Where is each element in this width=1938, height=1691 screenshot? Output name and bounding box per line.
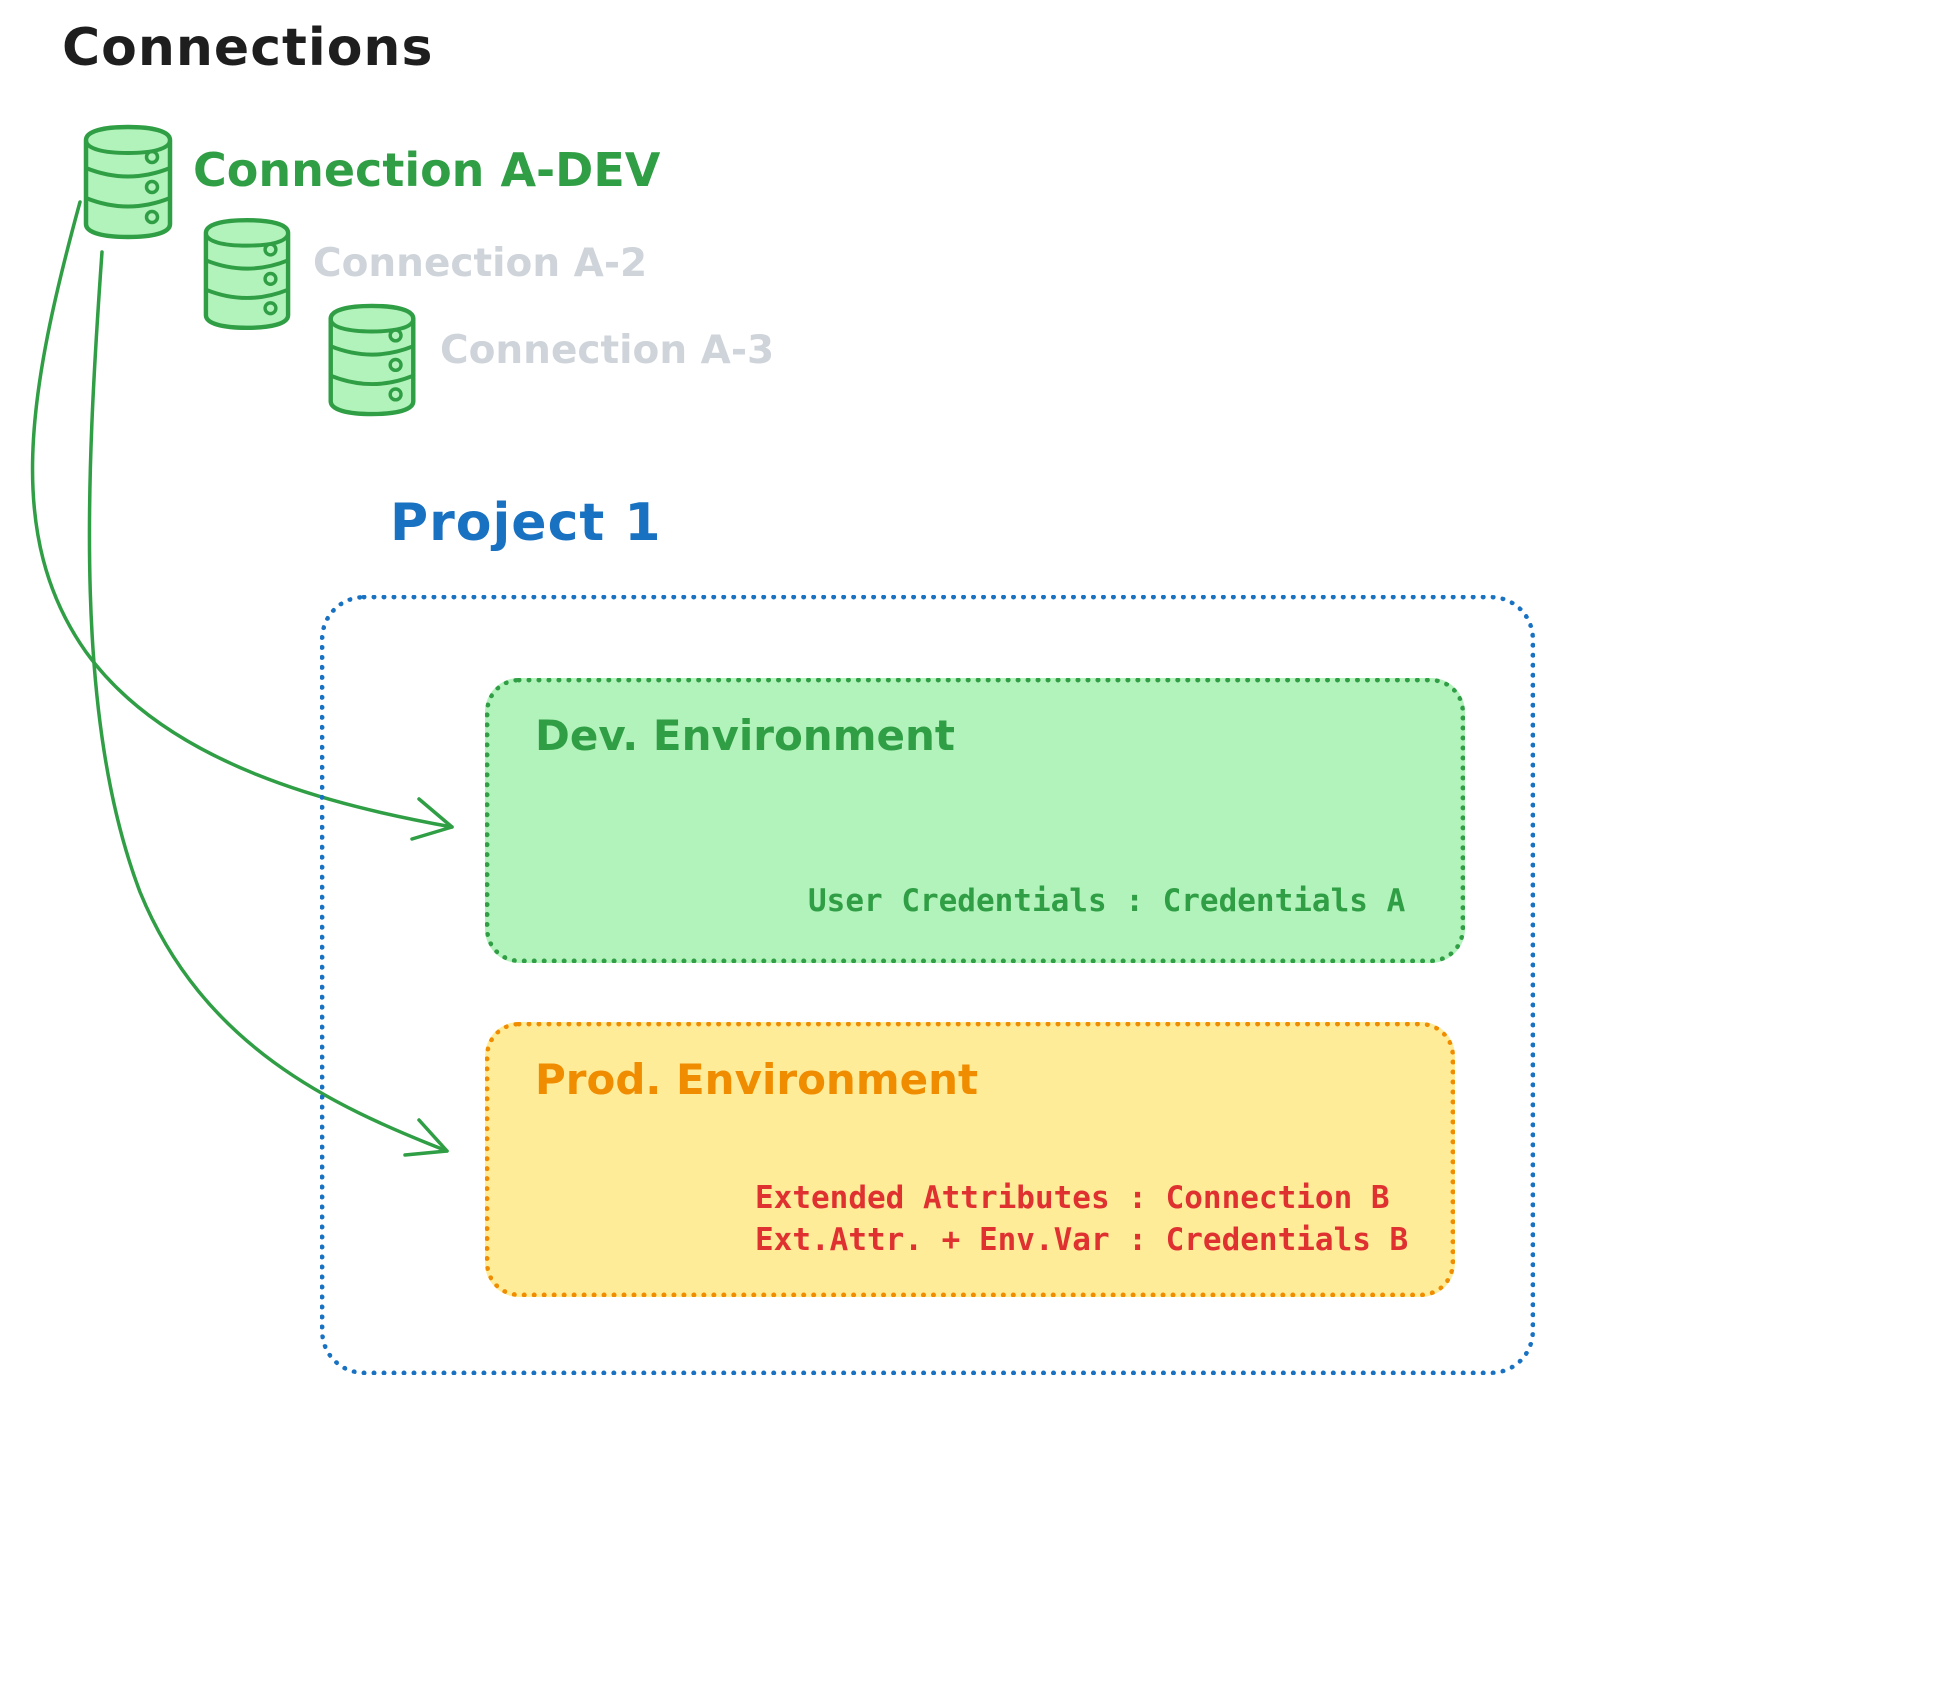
prod-environment-title: Prod. Environment (535, 1055, 979, 1104)
dev-environment-box: Dev. Environment User Credentials : Cred… (485, 678, 1465, 963)
dev-environment-title: Dev. Environment (535, 711, 955, 760)
prod-credentials: Extended Attributes : Connection B Ext.A… (755, 1178, 1408, 1262)
project-container: Dev. Environment User Credentials : Cred… (320, 595, 1535, 1375)
connection-label-a-dev: Connection A-DEV (193, 143, 661, 197)
database-icon (324, 302, 420, 418)
dev-credentials-line: User Credentials : Credentials A (808, 883, 1406, 920)
prod-environment-box: Prod. Environment Extended Attributes : … (485, 1022, 1455, 1297)
project-title: Project 1 (390, 493, 662, 553)
dev-credentials: User Credentials : Credentials A (808, 881, 1405, 923)
page-title: Connections (62, 18, 434, 78)
prod-credentials-line-1: Extended Attributes : Connection B (755, 1180, 1390, 1217)
connection-label-a-2: Connection A-2 (313, 241, 648, 286)
database-icon (202, 216, 292, 332)
prod-credentials-line-2: Ext.Attr. + Env.Var : Credentials B (755, 1222, 1409, 1259)
connection-label-a-3: Connection A-3 (440, 328, 775, 373)
database-icon (82, 122, 174, 242)
